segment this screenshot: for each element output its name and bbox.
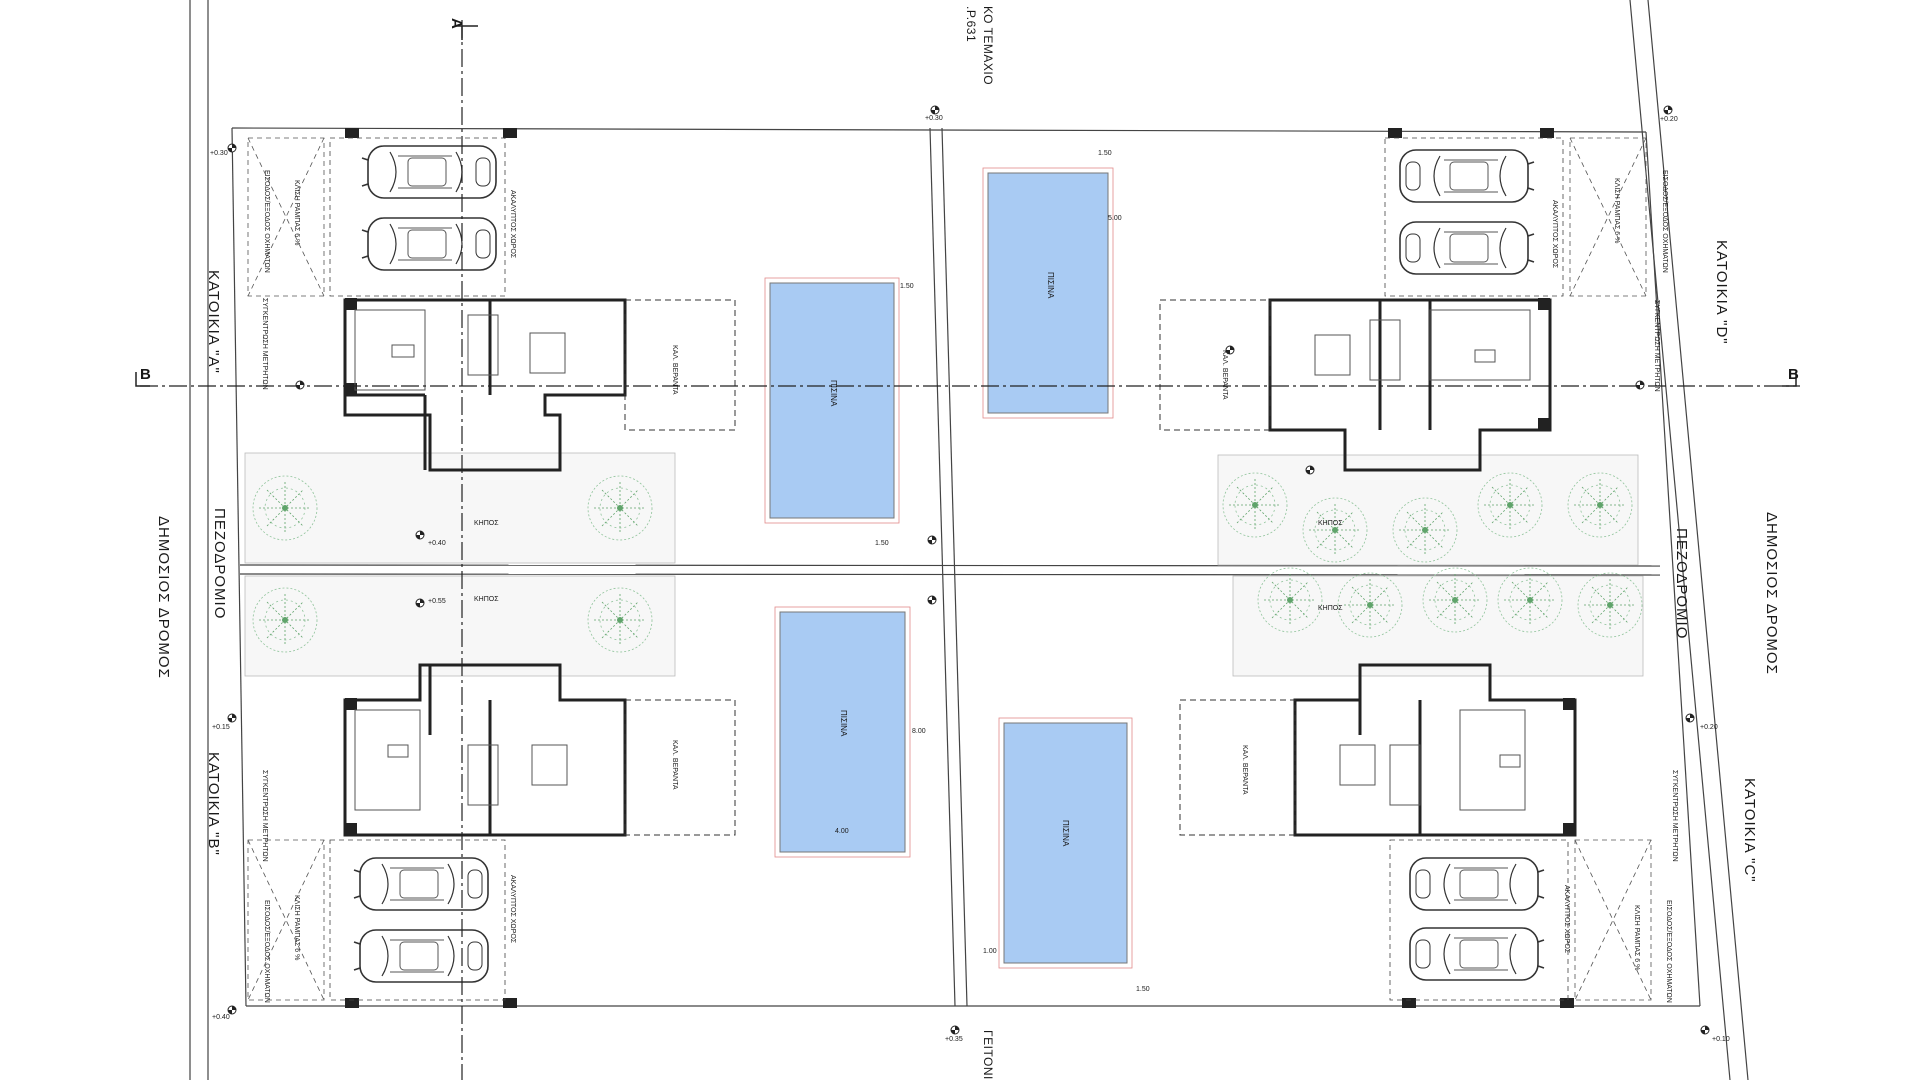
site-boundaries xyxy=(189,0,1749,1080)
section-marker-a: Α xyxy=(448,18,465,29)
dimension-2: 1.50 xyxy=(1098,150,1112,157)
ramp-label-1: ΚΛΙΣΗ ΡΑΜΠΑΣ 6 % xyxy=(293,180,300,246)
dimension-7: 1.00 xyxy=(983,948,997,955)
house-c-label: ΚΑΤΟΙΚΙΑ "C" xyxy=(1741,778,1758,883)
level-4: +0.15 xyxy=(212,724,230,731)
house-columns xyxy=(345,128,1575,1008)
dimension-8: 1.50 xyxy=(1136,986,1150,993)
dimension-5: 4.00 xyxy=(835,828,849,835)
right-pavement-label: ΠΕΖΟΔΡΟΜΙΟ xyxy=(1673,528,1690,640)
entrance-label-3: ΕΙΣΟΔΟΣ/ΕΞΟΔΟΣ ΟΧΗΜΑΤΩΝ xyxy=(1665,900,1672,1003)
section-lines xyxy=(140,20,1800,1080)
parking-bays xyxy=(329,137,1569,1001)
pool-4 xyxy=(1003,722,1128,964)
level-6: +0.35 xyxy=(945,1036,963,1043)
pool-3 xyxy=(779,611,906,853)
pool-label-4: ΠΙΣΙΝΑ xyxy=(1061,820,1070,847)
ramp-label-4: ΚΛΙΣΗ ΡΑΜΠΑΣ 6 % xyxy=(1613,178,1620,244)
parking-label-1: ΑΚΑΛΥΠΤΟΣ ΧΩΡΟΣ xyxy=(509,190,516,259)
meters-label-2: ΣΥΓΚΕΝΤΡΩΣΗ ΜΕΤΡΗΤΩΝ xyxy=(261,770,268,862)
neighbour-top-line1: ΚΟ ΤΕΜΑΧΙΟ xyxy=(981,6,995,86)
ramps xyxy=(247,137,1652,1001)
neighbour-top-line2: .Ρ.631 xyxy=(964,6,978,43)
veranda-label-4: ΚΑΛ. ΒΕΡΑΝΤΑ xyxy=(1221,350,1228,400)
parking-label-4: ΑΚΑΛΥΠΤΟΣ ΧΩΡΟΣ xyxy=(1551,200,1558,269)
pool-label-2: ΠΙΣΙΝΑ xyxy=(1046,272,1055,299)
ramp-label-3: ΚΛΙΣΗ ΡΑΜΠΑΣ 6 % xyxy=(1633,905,1640,971)
pool-label-1: ΠΙΣΙΝΑ xyxy=(829,380,838,407)
house-d-label: ΚΑΤΟΙΚΙΑ "D" xyxy=(1713,240,1730,345)
neighbour-bottom: ΓΕΙΤΟΝΙ xyxy=(981,1030,995,1080)
entrance-label-2: ΕΙΣΟΔΟΣ/ΕΞΟΔΟΣ ΟΧΗΜΑΤΩΝ xyxy=(263,900,270,1003)
dimension-1: 1.50 xyxy=(900,283,914,290)
veranda-label-1: ΚΑΛ. ΒΕΡΑΝΤΑ xyxy=(671,345,678,395)
garden-label-3: ΚΗΠΟΣ xyxy=(1318,520,1343,527)
entrance-label-1: ΕΙΣΟΔΟΣ/ΕΞΟΔΟΣ ΟΧΗΜΑΤΩΝ xyxy=(263,170,270,273)
pool-1 xyxy=(769,282,895,519)
dimension-4: 8.00 xyxy=(912,728,926,735)
house-walls xyxy=(343,298,1577,837)
left-pavement-label: ΠΕΖΟΔΡΟΜΙΟ xyxy=(211,508,228,620)
section-marker-b-right: Β xyxy=(1788,366,1799,383)
level-10: +0.55 xyxy=(428,598,446,605)
level-3: +0.20 xyxy=(1660,116,1678,123)
ramp-label-2: ΚΛΙΣΗ ΡΑΜΠΑΣ 6 % xyxy=(293,895,300,961)
level-8: +0.10 xyxy=(1712,1036,1730,1043)
verandas xyxy=(624,299,1296,836)
paved-zones xyxy=(244,452,1644,677)
pools xyxy=(769,172,1128,964)
level-1: +0.30 xyxy=(210,150,228,157)
parking-label-2: ΑΚΑΛΥΠΤΟΣ ΧΩΡΟΣ xyxy=(509,875,516,944)
right-road-label: ΔΗΜΟΣΙΟΣ ΔΡΟΜΟΣ xyxy=(1763,512,1780,675)
veranda-label-2: ΚΑΛ. ΒΕΡΑΝΤΑ xyxy=(671,740,678,790)
garden-label-4: ΚΗΠΟΣ xyxy=(1318,605,1343,612)
section-marker-b-left: Β xyxy=(140,366,151,383)
level-9: +0.40 xyxy=(428,540,446,547)
dimension-6: 5.00 xyxy=(1108,215,1122,222)
house-a-label: ΚΑΤΟΙΚΙΑ "Α" xyxy=(205,270,222,374)
garden-label-2: ΚΗΠΟΣ xyxy=(474,596,499,603)
garden-label-1: ΚΗΠΟΣ xyxy=(474,520,499,527)
dimension-3: 1.50 xyxy=(875,540,889,547)
parking-label-3: ΑΚΑΛΥΠΤΟΣ ΧΩΡΟΣ xyxy=(1563,885,1570,954)
entrance-label-4: ΕΙΣΟΔΟΣ/ΕΞΟΔΟΣ ΟΧΗΜΑΤΩΝ xyxy=(1661,170,1668,273)
veranda-label-3: ΚΑΛ. ΒΕΡΑΝΤΑ xyxy=(1241,745,1248,795)
house-b-label: ΚΑΤΟΙΚΙΑ "Β" xyxy=(205,752,222,856)
level-7: +0.20 xyxy=(1700,724,1718,731)
left-road-label: ΔΗΜΟΣΙΟΣ ΔΡΟΜΟΣ xyxy=(155,516,172,679)
level-5: +0.40 xyxy=(212,1014,230,1021)
pool-label-3: ΠΙΣΙΝΑ xyxy=(839,710,848,737)
furniture xyxy=(354,309,1531,811)
meters-label-3: ΣΥΓΚΕΝΤΡΩΣΗ ΜΕΤΡΗΤΩΝ xyxy=(1671,770,1678,862)
pool-2 xyxy=(987,172,1109,414)
meters-label-4: ΣΥΓΚΕΝΤΡΩΣΗ ΜΕΤΡΗΤΩΝ xyxy=(1653,300,1660,392)
meters-label-1: ΣΥΓΚΕΝΤΡΩΣΗ ΜΕΤΡΗΤΩΝ xyxy=(261,298,268,390)
level-2: +0.30 xyxy=(925,115,943,122)
